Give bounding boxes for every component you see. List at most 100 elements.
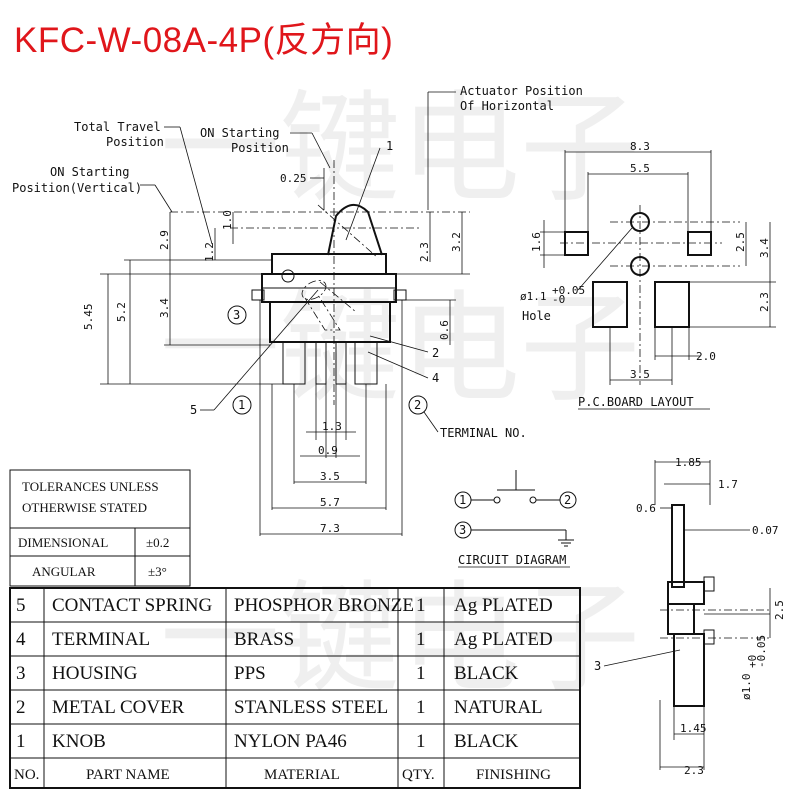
side-body-middle xyxy=(667,603,695,635)
side-dim-0-07: 0.07 xyxy=(752,524,779,537)
circuit-diagram: 1 2 3 CIRCUIT DIAGRAM xyxy=(454,470,577,568)
terminal-3-label: 3 xyxy=(233,308,240,322)
side-callout-3: 3 xyxy=(594,659,601,673)
header-cell: NO. xyxy=(14,767,39,783)
cell-name: HOUSING xyxy=(52,663,138,684)
pcb-dim-1-6: 1.6 xyxy=(530,232,543,252)
label-terminal-no: TERMINAL NO. xyxy=(440,426,527,440)
cell-qty: 1 xyxy=(416,629,426,650)
pcb-hole-tol-down: -0 xyxy=(552,293,565,306)
circuit-terminal-1-label: 1 xyxy=(459,493,466,507)
pcb-dim-5-5: 5.5 xyxy=(630,162,650,175)
callout-5: 5 xyxy=(190,403,197,417)
watermark-text: 一键电子 xyxy=(160,80,640,219)
pcb-pad-top-right xyxy=(687,231,712,256)
cell-qty: 1 xyxy=(416,697,426,718)
main-view: 5.45 5.2 2.9 3.4 1.2 1.0 2.3 3.2 0.6 0.2… xyxy=(12,84,583,536)
tolerance-heading-2: OTHERWISE STATED xyxy=(22,500,147,515)
cell-finishing: BLACK xyxy=(454,663,519,684)
dim-5-45: 5.45 xyxy=(82,304,95,331)
cell-qty: 1 xyxy=(416,663,426,684)
cell-no: 5 xyxy=(16,595,26,616)
label-of-horizontal: Of Horizontal xyxy=(460,99,554,113)
cell-no: 1 xyxy=(16,731,26,752)
tolerance-dimensional-label: DIMENSIONAL xyxy=(18,535,108,550)
side-body-lower xyxy=(673,633,705,707)
cell-material: BRASS xyxy=(234,629,294,650)
top-cover-outline xyxy=(271,253,387,275)
watermark-text-2: 一键电子 xyxy=(160,280,640,419)
dim-1-0: 1.0 xyxy=(221,210,234,230)
tolerance-angular-label: ANGULAR xyxy=(32,564,96,579)
dim-3-2: 3.2 xyxy=(450,232,463,252)
side-body-upper xyxy=(667,581,705,605)
cell-finishing: BLACK xyxy=(454,731,519,752)
terminal-2-circle xyxy=(408,395,428,415)
cell-qty: 1 xyxy=(416,731,426,752)
tolerance-angular-value: ±3° xyxy=(148,564,167,579)
watermark: 一键电子 一键电子 一键电子 xyxy=(160,80,640,709)
side-dim-2-5: 2.5 xyxy=(773,600,786,620)
dim-3-4: 3.4 xyxy=(158,298,171,318)
circuit-terminal-2-label: 2 xyxy=(564,493,571,507)
circuit-terminal-3-label: 3 xyxy=(459,523,466,537)
cell-name: CONTACT SPRING xyxy=(52,595,212,616)
left-tab xyxy=(251,289,265,301)
side-hole-tol-down: -0.05 xyxy=(755,635,768,668)
dim-5-2: 5.2 xyxy=(115,302,128,322)
dim-3-5: 3.5 xyxy=(320,470,340,483)
pcb-dim-2-5: 2.5 xyxy=(734,232,747,252)
tolerance-table: TOLERANCES UNLESS OTHERWISE STATED DIMEN… xyxy=(9,469,191,587)
side-dim-1-45: 1.45 xyxy=(680,722,707,735)
pcb-layout: 8.3 5.5 1.6 2.5 3.4 2.3 2.0 3.5 ø1.1 +0.… xyxy=(520,140,776,410)
dim-2-3: 2.3 xyxy=(418,242,431,262)
dim-0-9: 0.9 xyxy=(318,444,338,457)
label-on-starting-position: Position xyxy=(231,141,289,155)
pcb-layout-title: P.C.BOARD LAYOUT xyxy=(578,395,694,409)
header-cell: PART NAME xyxy=(86,767,170,783)
watermark-text-3: 一键电子 xyxy=(160,570,640,709)
side-view: 1.85 1.7 0.6 0.07 2.5 3 ø1.0 +0 -0.05 1.… xyxy=(594,456,786,777)
cell-no: 4 xyxy=(16,629,26,650)
dim-1-3: 1.3 xyxy=(322,420,342,433)
cell-name: TERMINAL xyxy=(52,629,150,650)
label-on-starting: ON Starting xyxy=(200,126,279,140)
cell-material: NYLON PA46 xyxy=(234,731,347,752)
callout-1: 1 xyxy=(386,139,393,153)
parts-table-border xyxy=(9,587,581,789)
side-dim-2-3: 2.3 xyxy=(684,764,704,777)
side-hole-tol-up: +0 xyxy=(746,655,759,668)
pcb-dim-3-5: 3.5 xyxy=(630,368,650,381)
dim-5-7: 5.7 xyxy=(320,496,340,509)
cell-no: 3 xyxy=(16,663,26,684)
pcb-dim-2-0: 2.0 xyxy=(696,350,716,363)
cell-name: KNOB xyxy=(52,731,106,752)
pcb-hole-diameter: ø1.1 xyxy=(520,290,547,303)
side-dim-1-7: 1.7 xyxy=(718,478,738,491)
header-cell: MATERIAL xyxy=(264,767,340,783)
tolerance-heading-1: TOLERANCES UNLESS xyxy=(22,479,159,494)
label-total-travel-position: Position xyxy=(106,135,164,149)
cell-finishing: Ag PLATED xyxy=(454,595,553,616)
terminal-center-pin xyxy=(335,341,347,385)
cell-name: METAL COVER xyxy=(52,697,185,718)
side-hole-diameter: ø1.0 xyxy=(740,674,753,701)
cell-material: PPS xyxy=(234,663,266,684)
right-tab xyxy=(393,289,407,301)
terminal-2-label: 2 xyxy=(414,398,421,412)
circuit-diagram-title: CIRCUIT DIAGRAM xyxy=(458,553,566,567)
header-cell: FINISHING xyxy=(476,767,551,783)
pcb-dim-8-3: 8.3 xyxy=(630,140,650,153)
pcb-pad-bottom-right xyxy=(654,281,690,328)
pcb-hole-label: Hole xyxy=(522,309,551,323)
pcb-pad-top-left xyxy=(564,231,589,256)
label-actuator-position: Actuator Position xyxy=(460,84,583,98)
callout-2: 2 xyxy=(432,346,439,360)
label-total-travel: Total Travel xyxy=(74,120,161,134)
pcb-hole-tol-up: +0.05 xyxy=(552,284,585,297)
